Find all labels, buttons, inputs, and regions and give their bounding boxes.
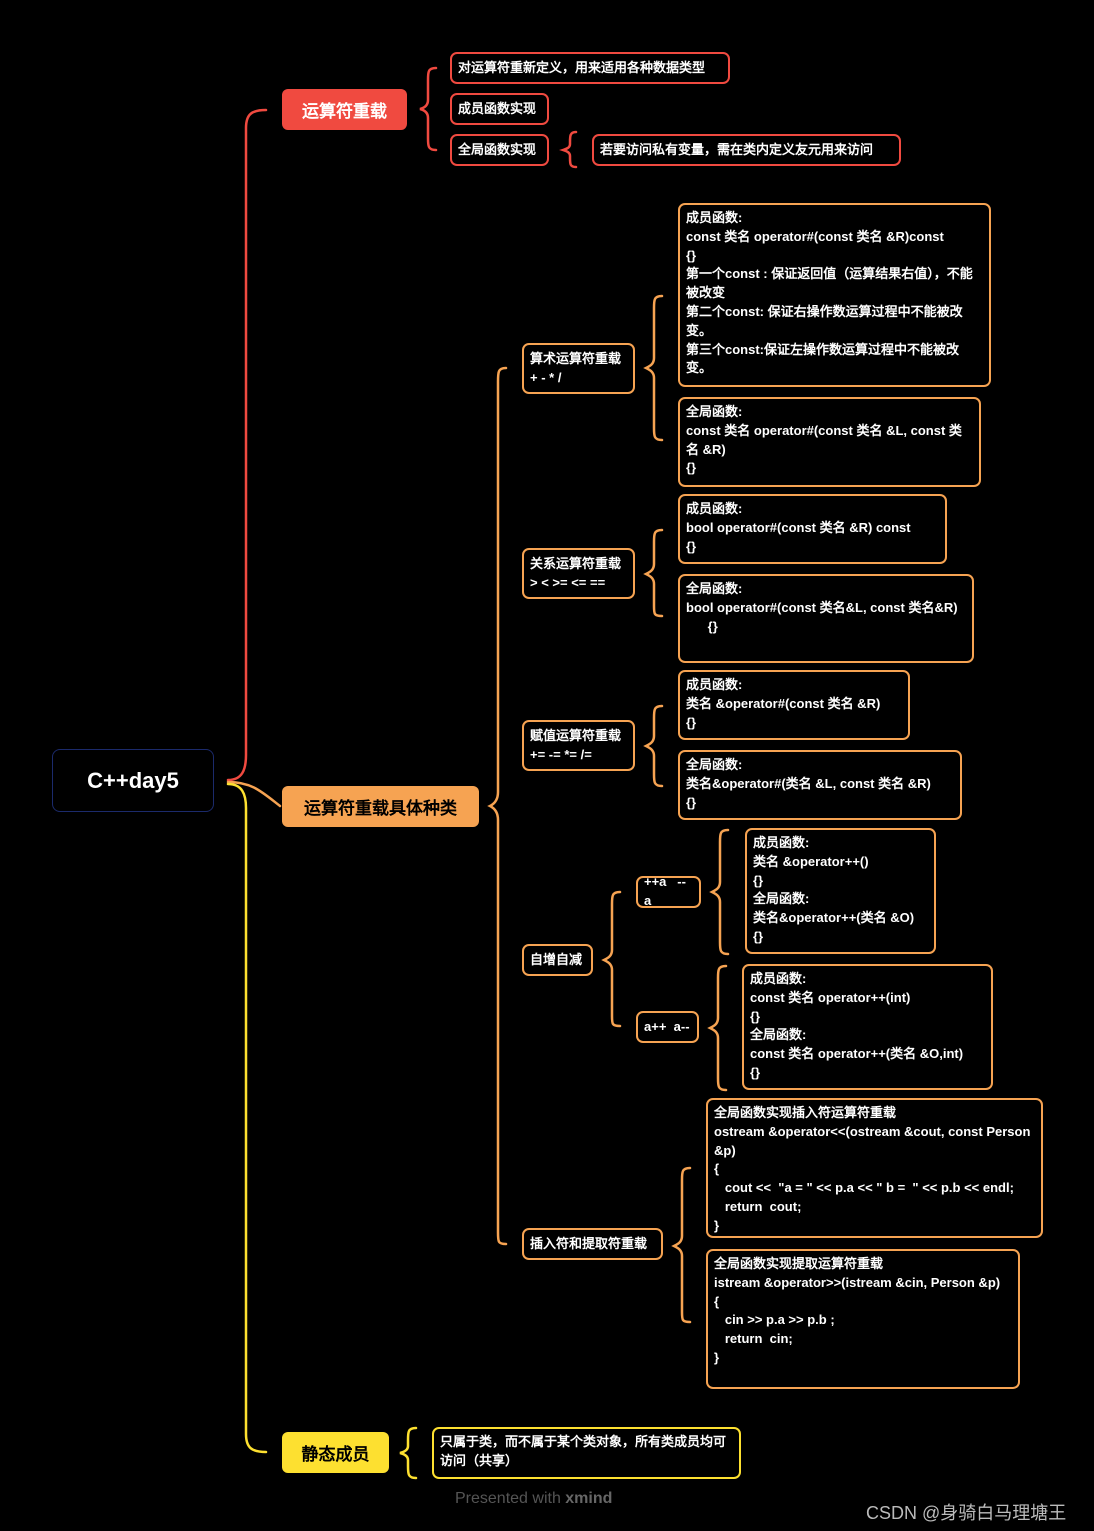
topic-arithmetic-global[interactable]: 全局函数: const 类名 operator#(const 类名 &L, co… [678,397,981,487]
brace-operator [419,66,438,152]
topic-prefix[interactable]: ++a --a [636,874,701,908]
topic-relational[interactable]: 关系运算符重载 > < >= <= == [522,548,635,599]
topic-stream-insert[interactable]: 全局函数实现插入符运算符重载 ostream &operator<<(ostre… [706,1098,1043,1238]
topic-relational-member[interactable]: 成员函数: bool operator#(const 类名 &R) const … [678,494,947,564]
csdn-watermark: CSDN @身骑白马理塘王 [866,1503,1067,1523]
connector-root-red [226,108,268,782]
connector-root-orange [226,780,282,808]
brace-relational [643,528,664,618]
root-topic[interactable]: C++day5 [52,749,214,812]
topic-assignment-global[interactable]: 全局函数: 类名&operator#(类名 &L, const 类名 &R) {… [678,750,962,820]
topic-global-impl[interactable]: 全局函数实现 [450,134,549,166]
topic-arithmetic-member[interactable]: 成员函数: const 类名 operator#(const 类名 &R)con… [678,203,991,387]
xmind-brand: xmind [565,1490,613,1507]
presented-with-watermark: Presented with xmind [455,1490,612,1508]
topic-static-note[interactable]: 只属于类，而不属于某个类对象，所有类成员均可访问（共享） [432,1427,741,1479]
topic-assignment-member[interactable]: 成员函数: 类名 &operator#(const 类名 &R) {} [678,670,910,740]
topic-relational-global[interactable]: 全局函数: bool operator#(const 类名&L, const 类… [678,574,974,663]
topic-static-member[interactable]: 静态成员 [282,1432,389,1473]
topic-arithmetic[interactable]: 算术运算符重载 + - * / [522,343,635,394]
topic-kinds[interactable]: 运算符重载具体种类 [282,786,479,827]
topic-friend-note[interactable]: 若要访问私有变量，需在类内定义友元用来访问 [592,134,901,166]
topic-incdec[interactable]: 自增自减 [522,944,593,976]
topic-prefix-detail[interactable]: 成员函数: 类名 &operator++() {} 全局函数: 类名&opera… [745,828,936,954]
connector-root-yellow [226,782,268,1454]
presented-prefix: Presented with [455,1490,566,1507]
brace-arithmetic [643,294,664,442]
topic-member-impl[interactable]: 成员函数实现 [450,93,549,125]
brace-prefix [709,828,730,956]
topic-operator-overloading[interactable]: 运算符重载 [282,89,407,130]
topic-postfix-detail[interactable]: 成员函数: const 类名 operator++(int) {} 全局函数: … [742,964,993,1090]
brace-stream [671,1166,692,1324]
topic-postfix[interactable]: a++ a-- [636,1011,699,1043]
topic-definition[interactable]: 对运算符重新定义，用来适用各种数据类型 [450,52,730,84]
brace-assignment [643,704,664,788]
topic-assignment[interactable]: 赋值运算符重载 += -= *= /= [522,720,635,771]
brace-incdec [601,890,622,1028]
brace-postfix [707,964,728,1092]
topic-stream[interactable]: 插入符和提取符重载 [522,1228,663,1260]
brace-kinds [487,366,508,1246]
topic-stream-extract[interactable]: 全局函数实现提取运算符重载 istream &operator>>(istrea… [706,1249,1020,1389]
brace-global [559,130,578,169]
brace-static [399,1426,418,1480]
